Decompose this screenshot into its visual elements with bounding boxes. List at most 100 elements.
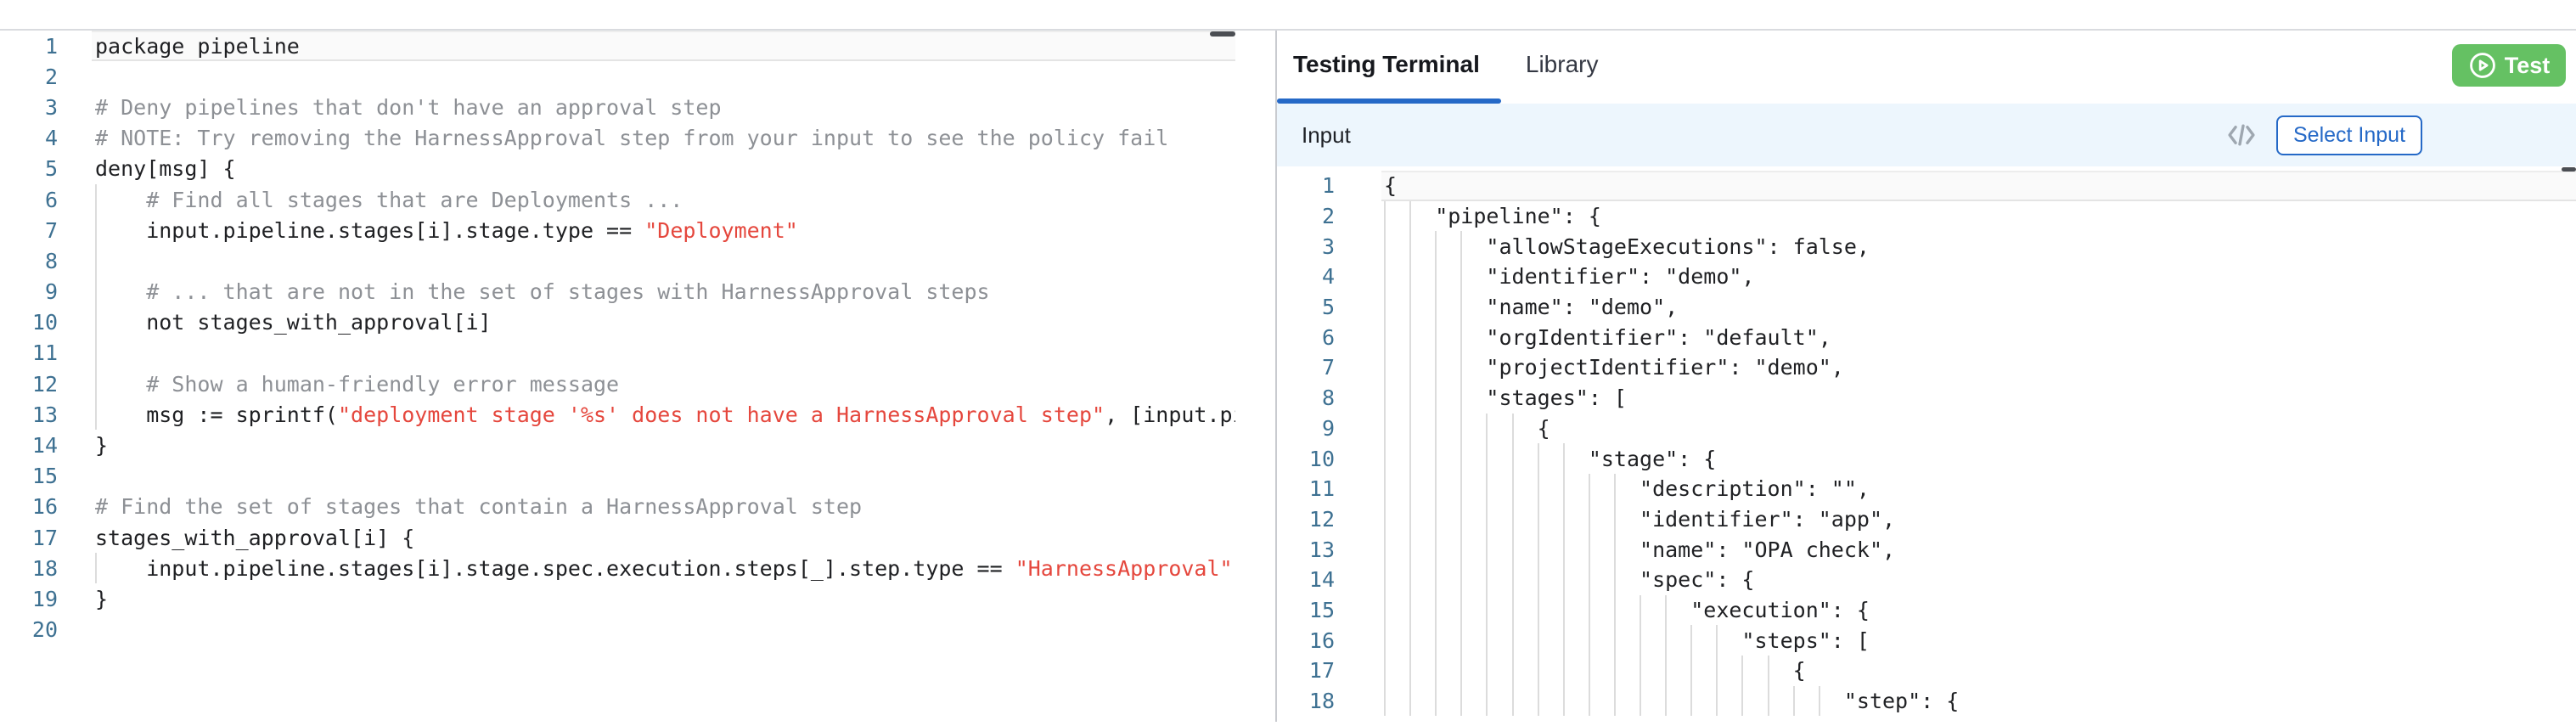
indent-guide [1384, 656, 1386, 686]
code-line-text: # Find all stages that are Deployments .… [95, 187, 683, 212]
indent-guide [1537, 504, 1539, 535]
indent-guide [1409, 656, 1412, 686]
code-line[interactable]: 4 "identifier": "demo", [1277, 262, 2576, 292]
code-line[interactable]: 13 "name": "OPA check", [1277, 534, 2576, 565]
panel-divider[interactable] [1275, 31, 1277, 722]
code-line[interactable]: 1 package pipeline [0, 31, 1235, 62]
code-line[interactable]: 8 [0, 245, 1235, 277]
code-line[interactable]: 2 "pipeline": { [1277, 200, 2576, 232]
code-line[interactable]: 4# NOTE: Try removing the HarnessApprova… [0, 123, 1235, 154]
indent-guide [1690, 656, 1693, 686]
line-number: 18 [1308, 689, 1335, 714]
line-number: 11 [1308, 476, 1335, 502]
code-line[interactable]: 3 "allowStageExecutions": false, [1277, 231, 2576, 262]
test-button[interactable]: Test [2452, 44, 2566, 87]
indent-guide [1384, 564, 1386, 595]
indent-guide [1588, 625, 1590, 656]
code-line[interactable]: 19} [0, 583, 1235, 614]
code-line[interactable]: 6 # Find all stages that are Deployments… [0, 183, 1235, 216]
indent-guide [1435, 656, 1437, 686]
code-line[interactable]: 20 [0, 615, 1235, 645]
indent-guide [1435, 504, 1437, 535]
tab-testing-terminal[interactable]: Testing Terminal [1293, 51, 1480, 77]
code-line[interactable]: 13 msg := sprintf("deployment stage '%s'… [0, 399, 1235, 431]
code-line[interactable]: 10 not stages_with_approval[i] [0, 307, 1235, 338]
code-line[interactable]: 18 input.pipeline.stages[i].stage.spec.e… [0, 553, 1235, 584]
indent-guide [1384, 322, 1386, 353]
indent-guide [1460, 534, 1463, 565]
policy-code-editor[interactable]: 1 package pipeline 2 3 # Deny pipelines that… [0, 31, 1235, 722]
code-line[interactable]: 11 [0, 337, 1235, 369]
indent-guide [1716, 685, 1718, 717]
indent-guide [95, 183, 97, 216]
indent-guide [1460, 382, 1463, 414]
indent-guide [1460, 262, 1463, 292]
indent-guide [1792, 685, 1795, 717]
code-line[interactable]: 3 # Deny pipelines that don't have an app… [0, 92, 1235, 122]
code-line[interactable]: 16# Find the set of stages that contain … [0, 492, 1235, 522]
indent-guide [1460, 656, 1463, 686]
indent-guide [1818, 685, 1820, 717]
code-line[interactable]: 10 "stage": { [1277, 443, 2576, 474]
code-brackets-icon[interactable] [2225, 121, 2258, 149]
indent-guide [1460, 413, 1463, 444]
indent-guide [1562, 656, 1565, 686]
code-line[interactable]: 5 "name": "demo", [1277, 291, 2576, 323]
code-line[interactable]: 16 "steps": [ [1277, 625, 2576, 656]
code-line[interactable]: 14 "spec": { [1277, 564, 2576, 595]
indent-guide [1460, 594, 1463, 626]
code-line[interactable]: 7 input.pipeline.stages[i].stage.type ==… [0, 215, 1235, 246]
indent-guide [95, 369, 97, 400]
indent-guide [1665, 685, 1668, 717]
indent-guide [1511, 473, 1514, 504]
line-number: 10 [31, 310, 58, 335]
code-line[interactable]: 6 "orgIdentifier": "default", [1277, 322, 2576, 353]
input-json-editor[interactable]: 1{2 "pipeline": {3 "allowStageExecutions… [1277, 166, 2576, 726]
code-line-text: # ... that are not in the set of stages … [95, 279, 990, 305]
code-line[interactable]: 7 "projectIdentifier": "demo", [1277, 352, 2576, 383]
indent-guide [1460, 473, 1463, 504]
code-line[interactable]: 8 "stages": [ [1277, 382, 2576, 414]
code-line[interactable]: 18 "step": { [1277, 685, 2576, 717]
code-line[interactable]: 2 [0, 61, 1235, 92]
active-tab-underline [1277, 98, 1501, 104]
indent-guide [1486, 656, 1488, 686]
code-line[interactable]: 14} [0, 430, 1235, 460]
line-number: 17 [31, 525, 58, 550]
code-line[interactable]: 15 [0, 461, 1235, 492]
indent-guide [1486, 443, 1488, 474]
code-line-text: # Deny pipelines that don't have an appr… [95, 94, 722, 120]
line-number: 2 [44, 64, 58, 89]
indent-guide [1640, 625, 1641, 656]
code-line[interactable]: 1{ [1277, 171, 2576, 201]
indent-guide [1613, 473, 1616, 504]
code-line[interactable]: 12 # Show a human-friendly error message [0, 369, 1235, 400]
line-number: 1 [44, 33, 58, 59]
code-line[interactable]: 9 # ... that are not in the set of stage… [0, 276, 1235, 307]
line-number: 3 [44, 94, 58, 120]
tab-library[interactable]: Library [1525, 51, 1599, 77]
line-number: 7 [1321, 355, 1335, 380]
indent-guide [1665, 594, 1668, 626]
code-line[interactable]: 15 "execution": { [1277, 594, 2576, 626]
indent-guide [1537, 625, 1539, 656]
indent-guide [1562, 564, 1565, 595]
indent-guide [1613, 504, 1616, 535]
current-line-highlight [1381, 171, 2576, 201]
code-line[interactable]: 12 "identifier": "app", [1277, 504, 2576, 535]
indent-guide [1588, 534, 1590, 565]
select-input-button[interactable]: Select Input [2276, 115, 2422, 155]
code-line-text: { [1384, 415, 1550, 441]
indent-guide [1460, 443, 1463, 474]
code-line[interactable]: 17 { [1277, 656, 2576, 686]
code-line-text: package pipeline [95, 33, 300, 59]
code-line[interactable]: 11 "description": "", [1277, 473, 2576, 504]
indent-guide [1537, 443, 1539, 474]
code-line[interactable]: 9 { [1277, 413, 2576, 444]
code-line-text: "name": "demo", [1384, 295, 1679, 320]
test-button-label: Test [2504, 52, 2551, 78]
indent-guide [1384, 231, 1386, 262]
input-editor-cursor-ruler-mark [2562, 167, 2576, 172]
